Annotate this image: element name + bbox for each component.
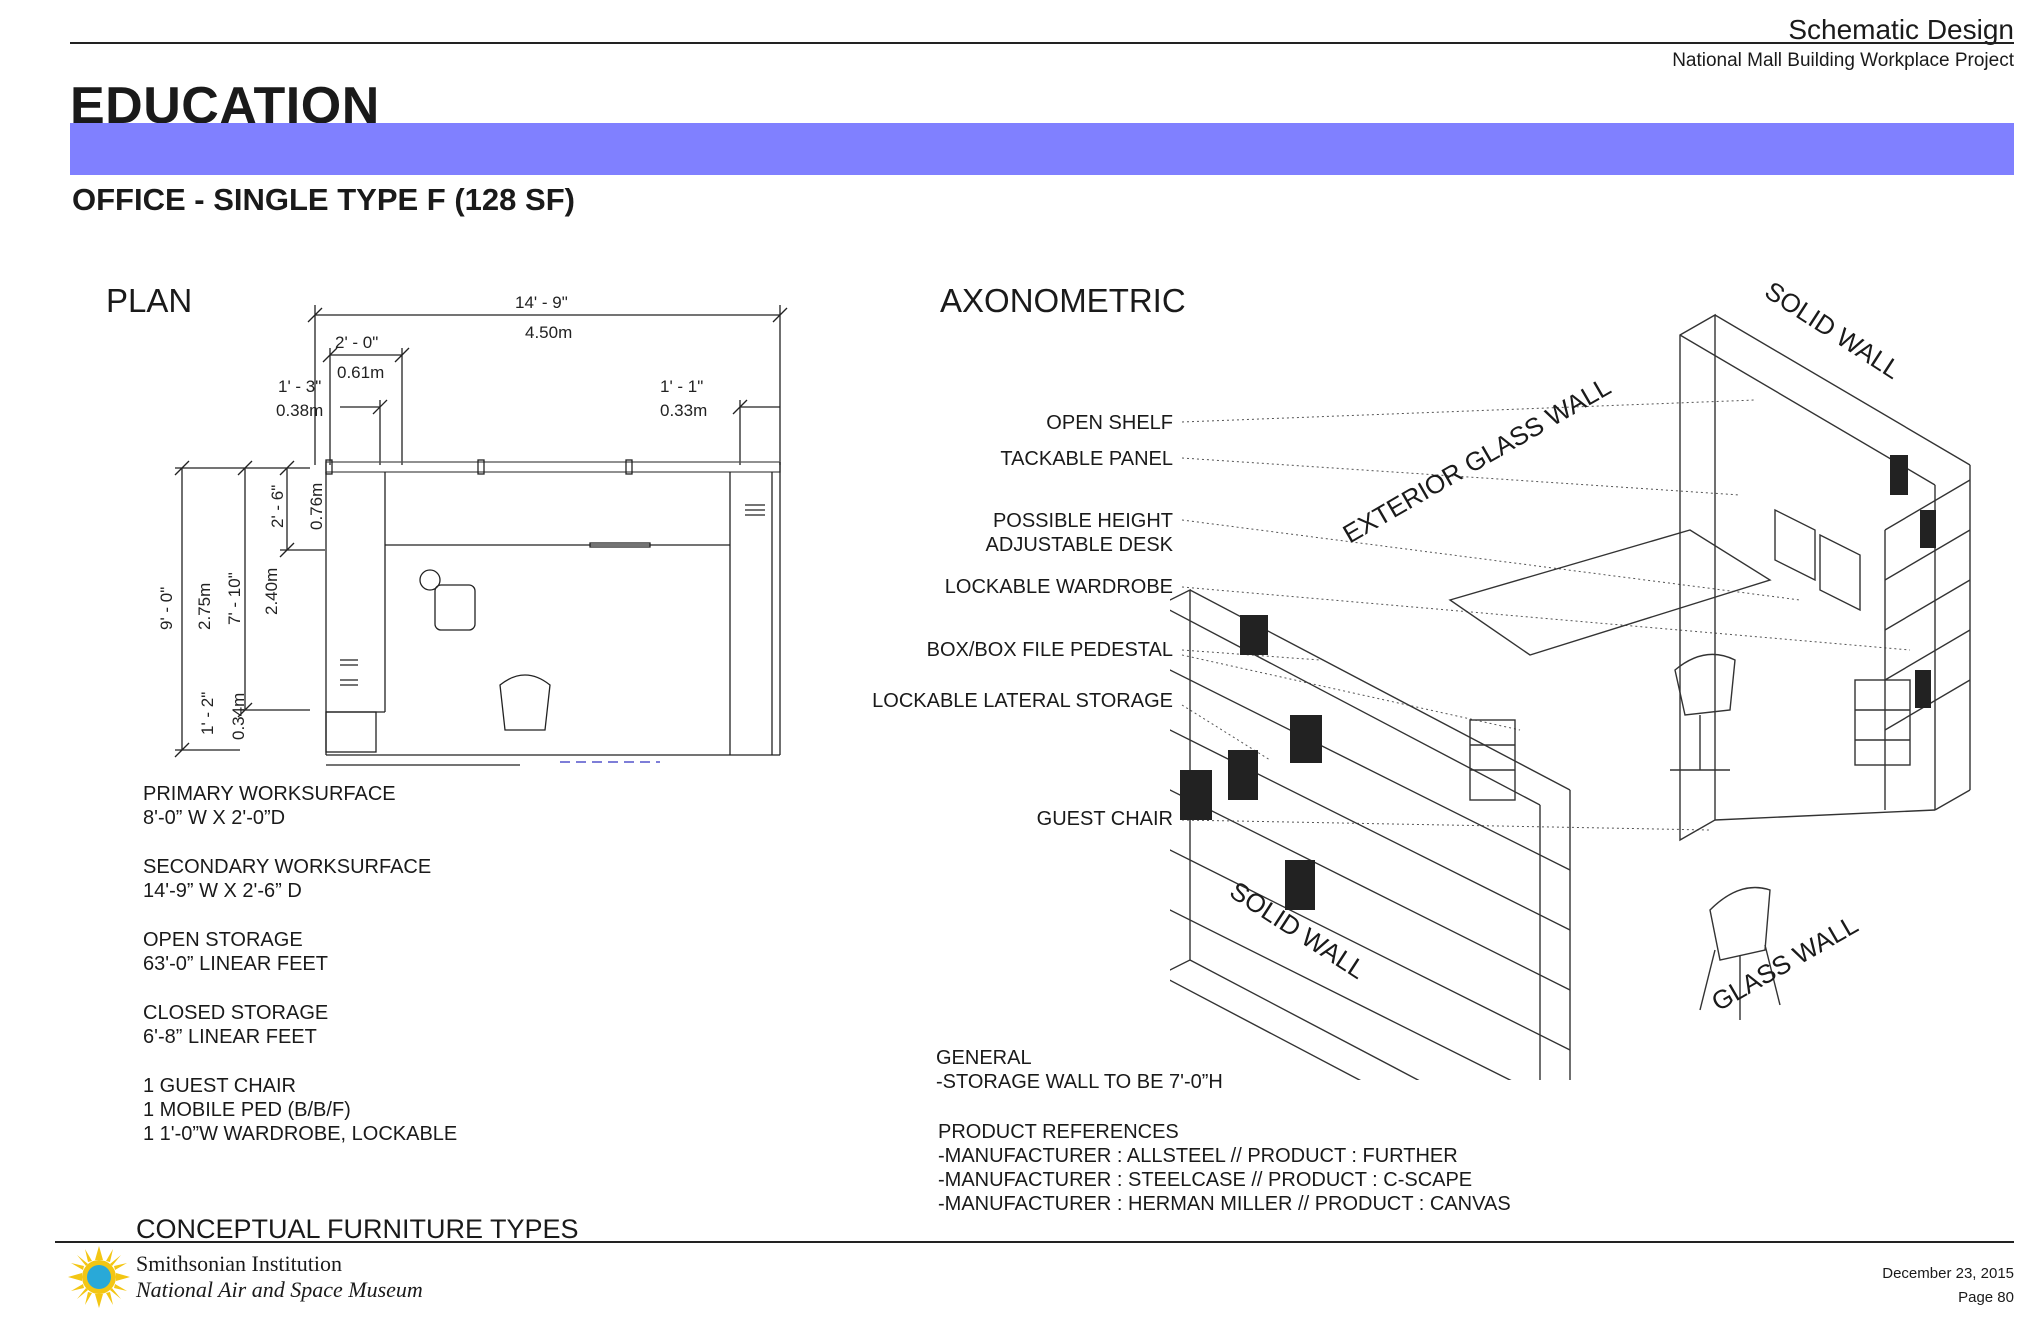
footer-section-title: CONCEPTUAL FURNITURE TYPES (136, 1214, 579, 1244)
plan-dim-right-m: 0.33m (660, 401, 707, 420)
callout-lockable-wardrobe: LOCKABLE WARDROBE (944, 576, 1173, 598)
product-ref-item: -MANUFACTURER : ALLSTEEL // PRODUCT : FU… (938, 1145, 1458, 1167)
header-rule (70, 42, 2014, 44)
callout-open-shelf: OPEN SHELF (1046, 412, 1173, 434)
footer-rule (55, 1241, 2014, 1243)
spec-block-2: SECONDARY WORKSURFACE 14'-9” W X 2'-6” D (143, 855, 431, 903)
general-note: -STORAGE WALL TO BE 7'-0”H (936, 1071, 1223, 1093)
callout-guest-chair: GUEST CHAIR (1036, 808, 1173, 830)
spec-label: OPEN STORAGE (143, 929, 303, 951)
furniture-item: 1 GUEST CHAIR (143, 1075, 296, 1097)
callout-tackable-panel: TACKABLE PANEL (1000, 448, 1173, 470)
spec-block-3: OPEN STORAGE 63'-0” LINEAR FEET (143, 928, 328, 976)
plan-dim-height-ft: 9' - 0" (157, 587, 176, 630)
floor-plan-drawing: 14' - 9" 4.50m 2' - 0" 0.61m 1' - 3" 0.3… (157, 293, 788, 766)
product-ref-item: -MANUFACTURER : STEELCASE // PRODUCT : C… (938, 1169, 1473, 1191)
header-project: National Mall Building Workplace Project (1672, 50, 2014, 71)
spec-block-1: PRIMARY WORKSURFACE 8'-0” W X 2'-0”D (143, 782, 396, 830)
plan-dim-overall-m: 4.50m (525, 323, 572, 342)
plan-dim-top-ft: 2' - 6" (268, 485, 287, 528)
callout-possible-height: POSSIBLE HEIGHT (992, 510, 1173, 532)
plan-dim-height-m: 2.75m (195, 583, 214, 630)
footer-org: Smithsonian Institution (136, 1251, 342, 1276)
plan-dim-top-m: 0.76m (307, 483, 326, 530)
spec-value: 6'-8” LINEAR FEET (143, 1026, 317, 1048)
section-band (70, 123, 2014, 175)
callout-lockable-lateral-storage: LOCKABLE LATERAL STORAGE (872, 690, 1173, 712)
general-notes: GENERAL -STORAGE WALL TO BE 7'-0”H (936, 1046, 1223, 1094)
spec-label: CLOSED STORAGE (143, 1002, 329, 1024)
plan-dim-height2-ft: 7' - 10" (225, 572, 244, 625)
furniture-item: 1 MOBILE PED (B/B/F) (143, 1099, 351, 1121)
footer-museum: National Air and Space Museum (136, 1277, 423, 1302)
axonometric-title: AXONOMETRIC (940, 282, 1186, 319)
axonometric-drawing (1170, 313, 1971, 1080)
smithsonian-sun-logo-icon (68, 1246, 130, 1308)
plan-dim-height2-m: 2.40m (262, 568, 281, 615)
product-references: PRODUCT REFERENCES -MANUFACTURER : ALLST… (938, 1120, 1511, 1216)
footer-page: Page 80 (1958, 1289, 2014, 1306)
header-title: Schematic Design (1788, 14, 2014, 45)
spec-label: SECONDARY WORKSURFACE (143, 856, 432, 878)
room-title: OFFICE - SINGLE TYPE F (128 SF) (72, 182, 575, 217)
plan-title: PLAN (106, 282, 193, 319)
spec-block-4: CLOSED STORAGE 6'-8” LINEAR FEET (143, 1001, 328, 1049)
callout-adjustable-desk: ADJUSTABLE DESK (985, 534, 1173, 556)
spec-label: PRIMARY WORKSURFACE (143, 783, 396, 805)
plan-dim-left-ft: 2' - 0" (335, 333, 378, 352)
spec-value: 63'-0” LINEAR FEET (143, 953, 328, 975)
plan-dim-overall-ft: 14' - 9" (515, 293, 568, 312)
callout-box-file-pedestal: BOX/BOX FILE PEDESTAL (926, 639, 1173, 661)
general-label: GENERAL (936, 1047, 1032, 1069)
furniture-item: 1 1'-0”W WARDROBE, LOCKABLE (143, 1123, 458, 1145)
furniture-list: 1 GUEST CHAIR 1 MOBILE PED (B/B/F) 1 1'-… (143, 1074, 457, 1146)
plan-dim-bottom-m: 0.34m (229, 693, 248, 740)
plan-dim-left2-ft: 1' - 3" (278, 377, 321, 396)
product-refs-label: PRODUCT REFERENCES (938, 1121, 1179, 1143)
spec-value: 14'-9” W X 2'-6” D (143, 880, 302, 902)
plan-dim-bottom-ft: 1' - 2" (198, 692, 217, 735)
plan-dim-left2-m: 0.38m (276, 401, 323, 420)
plan-dim-right-ft: 1' - 1" (660, 377, 703, 396)
plan-dim-left-m: 0.61m (337, 363, 384, 382)
product-ref-item: -MANUFACTURER : HERMAN MILLER // PRODUCT… (938, 1193, 1511, 1215)
footer-date: December 23, 2015 (1882, 1265, 2014, 1282)
spec-value: 8'-0” W X 2'-0”D (143, 807, 286, 829)
